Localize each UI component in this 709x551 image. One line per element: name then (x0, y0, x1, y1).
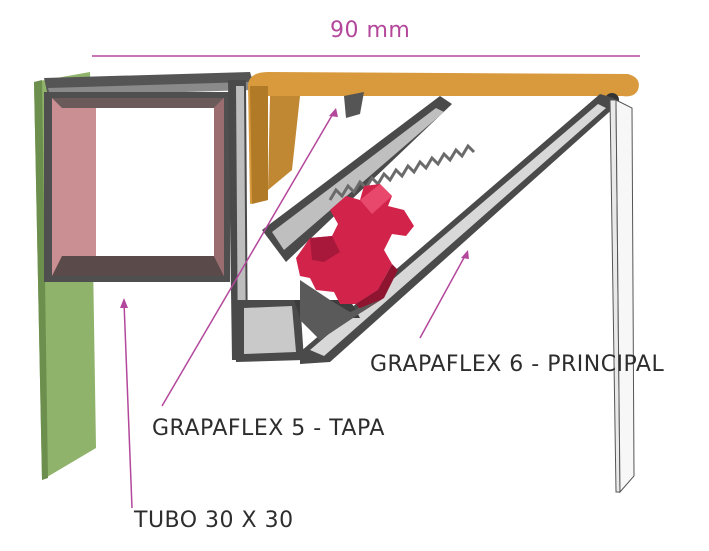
dimension-label: 90 mm (330, 18, 411, 43)
grapaflex-5-cap (248, 72, 639, 204)
clip-channel (300, 280, 380, 340)
leader-tubo (123, 301, 133, 509)
leader-tubo-arrow (120, 298, 128, 308)
green-wall-edge (34, 80, 48, 480)
label-tubo-30x30: TUBO 30 X 30 (134, 508, 294, 533)
label-grapaflex-5-tapa: GRAPAFLEX 5 - TAPA (152, 416, 385, 441)
red-clip (296, 184, 414, 312)
profile-base-face (244, 306, 296, 354)
profile-vertical-face (236, 86, 246, 356)
leader-principal (419, 253, 467, 339)
leader-tapa (161, 111, 335, 407)
tube-30x30 (44, 92, 230, 282)
leader-principal-arrow (461, 250, 469, 259)
label-grapaflex-6-principal: GRAPAFLEX 6 - PRINCIPAL (370, 352, 665, 377)
fabric-sheet-back (615, 99, 635, 494)
leader-tapa-arrow (329, 108, 338, 117)
serrated-jaw (262, 92, 476, 262)
